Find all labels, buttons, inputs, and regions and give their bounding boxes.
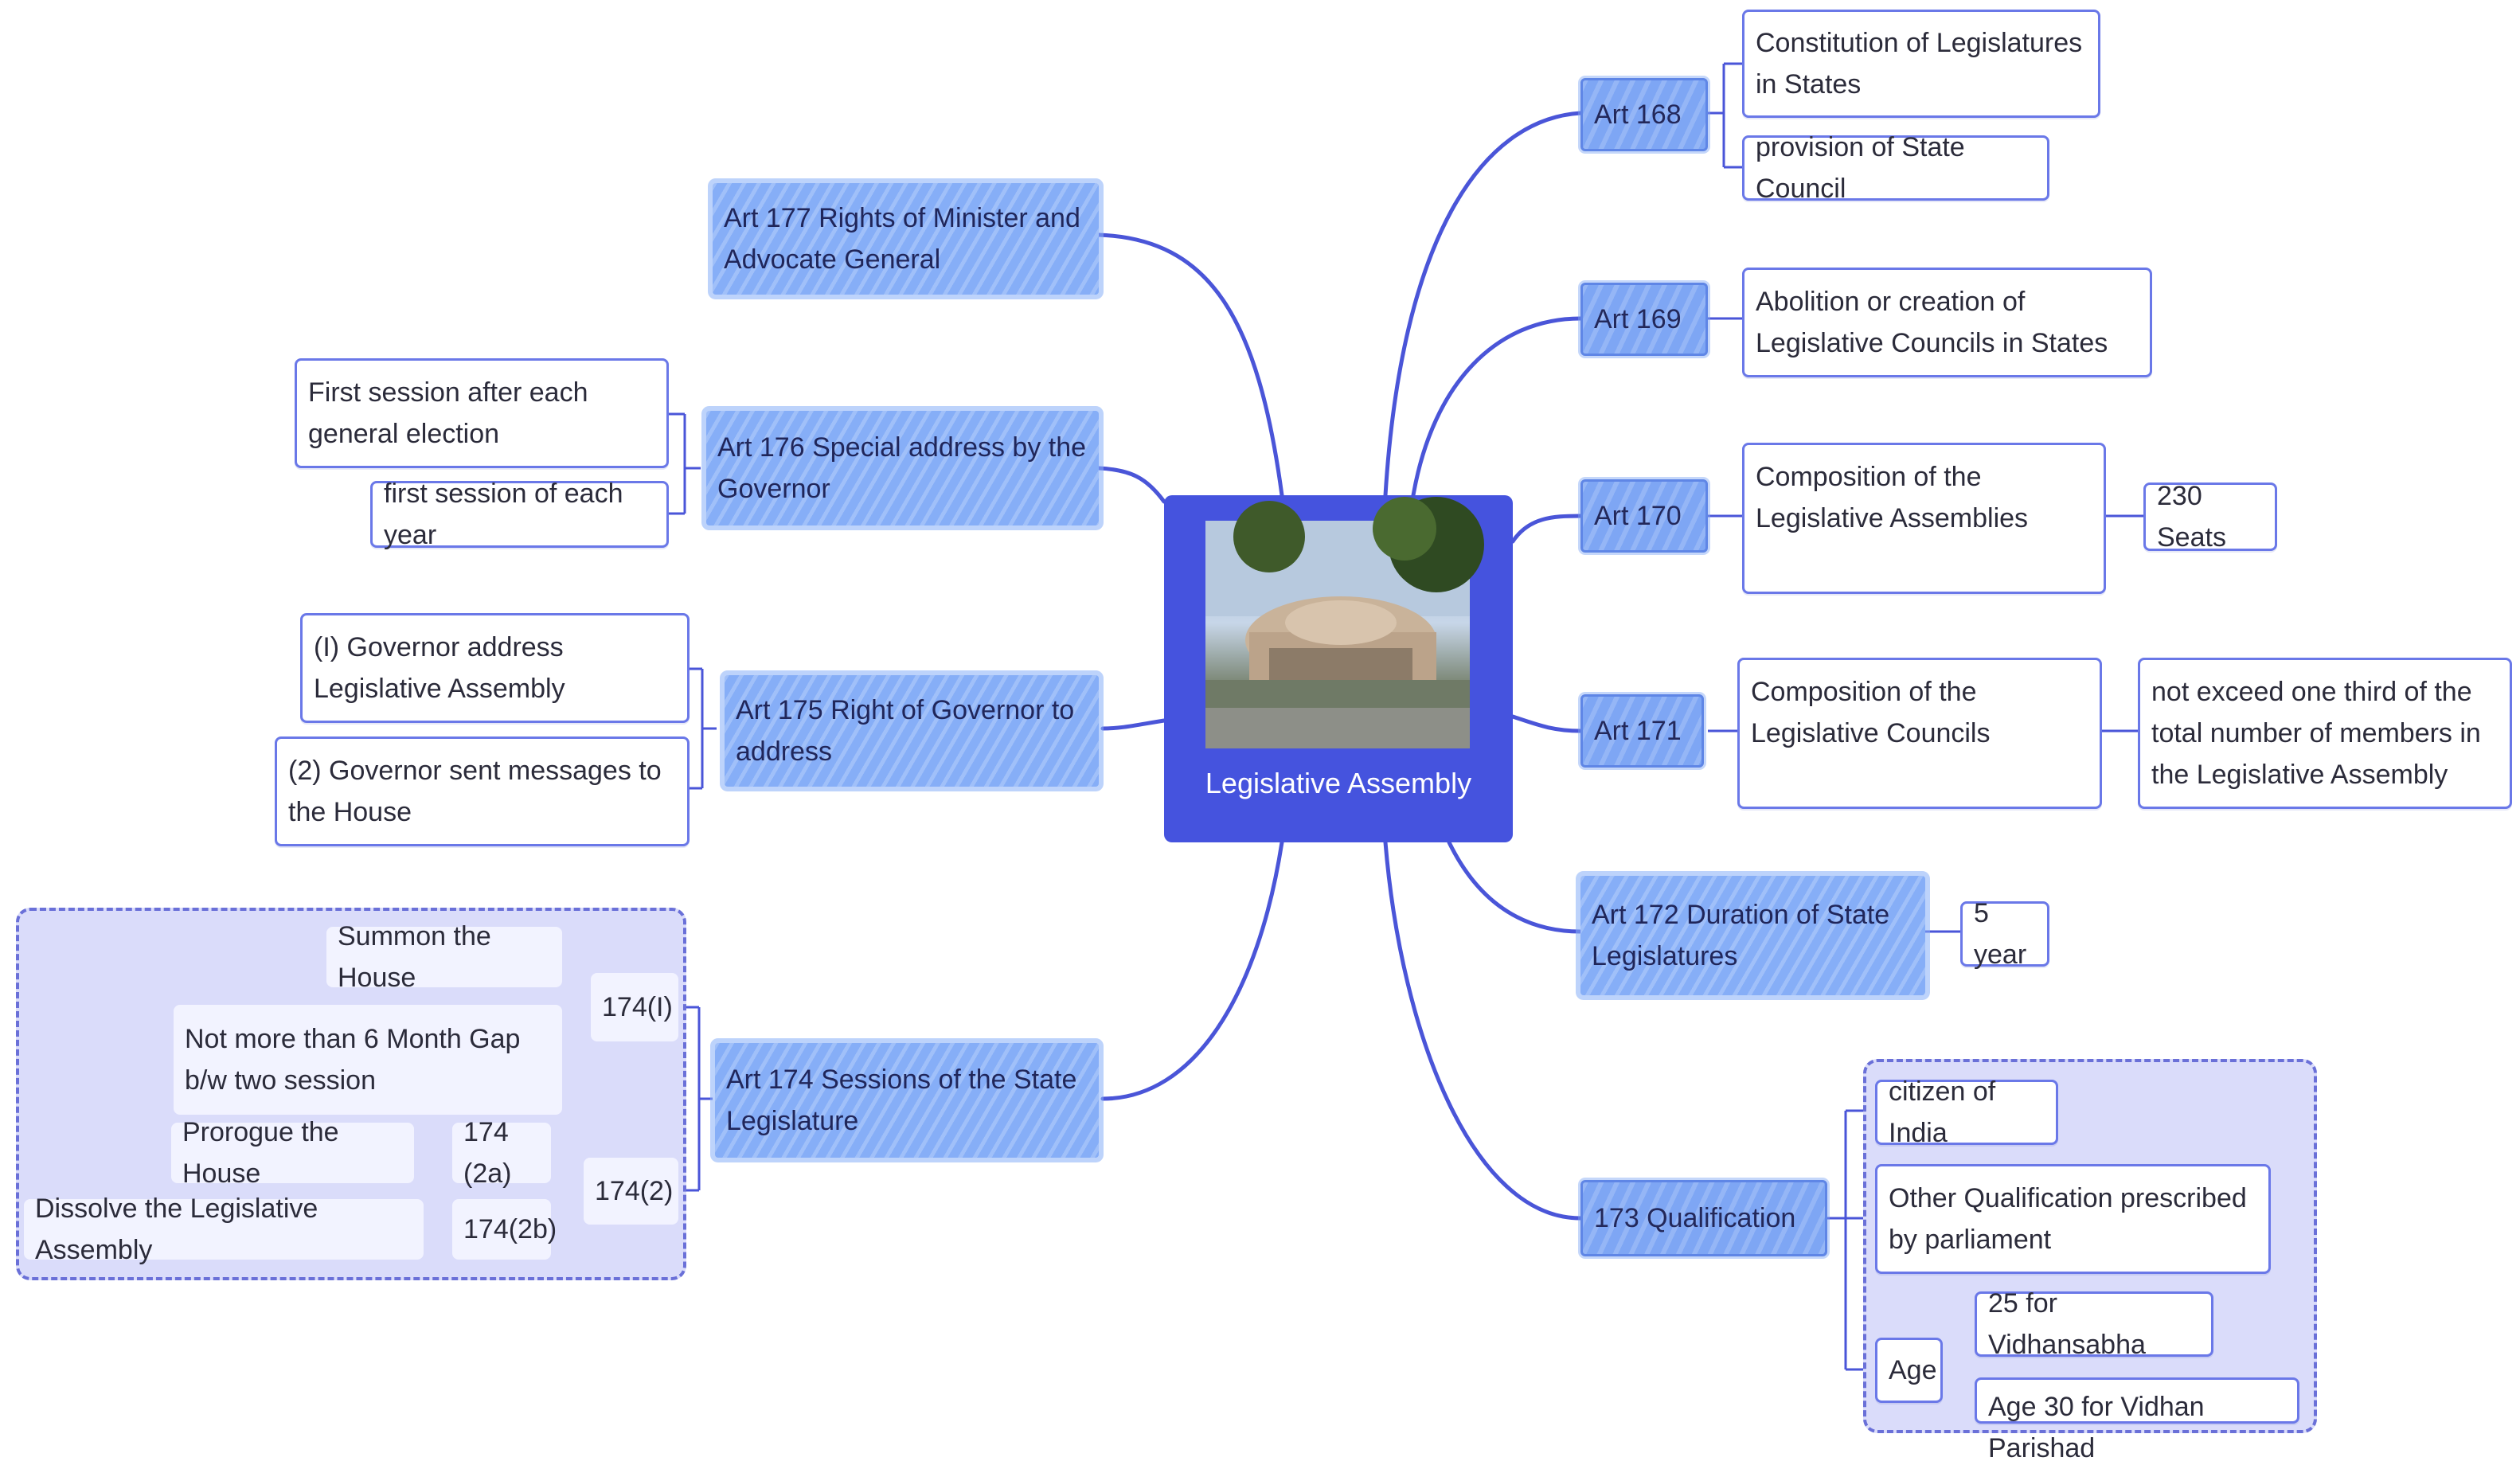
art169-child-text: Abolition or creation of Legislative Cou… — [1756, 287, 2108, 358]
art174-2a-node[interactable]: 174 (2a) — [452, 1117, 551, 1189]
art174-2-label: 174(2) — [595, 1176, 674, 1206]
art176-child-2[interactable]: first session of each year — [370, 479, 669, 550]
art177-label: Art 177 Rights of Minister and Advocate … — [724, 203, 1080, 275]
art176-child-1[interactable]: First session after each general electio… — [295, 358, 669, 468]
art176-label: Art 176 Special address by the Governor — [717, 432, 1087, 504]
art175-child-1[interactable]: (I) Governor address Legislative Assembl… — [300, 613, 690, 723]
art168-label: Art 168 — [1594, 100, 1682, 130]
art171-child-text: Composition of the Legislative Councils — [1751, 677, 1991, 748]
art168-child-1-text: Constitution of Legislatures in States — [1756, 28, 2083, 100]
art170-leaf-text: 230 Seats — [2157, 481, 2226, 553]
art170-child[interactable]: Composition of the Legislative Assemblie… — [1742, 443, 2106, 594]
art170-node[interactable]: Art 170 — [1580, 479, 1708, 553]
art172-label: Art 172 Duration of State Legislatures — [1592, 900, 1890, 971]
art173-child-2-text: Other Qualification prescribed by parlia… — [1889, 1183, 2247, 1255]
art174-2a-item-text: Prorogue the House — [182, 1117, 339, 1189]
art170-label: Art 170 — [1594, 501, 1682, 531]
art174-1-item-2-text: Not more than 6 Month Gap b/w two sessio… — [185, 1024, 521, 1096]
art169-label: Art 169 — [1594, 304, 1682, 334]
art174-2b-label: 174(2b) — [463, 1214, 557, 1244]
art170-child-text: Composition of the Legislative Assemblie… — [1756, 462, 2029, 533]
art176-node[interactable]: Art 176 Special address by the Governor — [706, 411, 1099, 525]
art171-leaf-text: not exceed one third of the total number… — [2151, 677, 2481, 790]
art171-leaf[interactable]: not exceed one third of the total number… — [2138, 658, 2512, 809]
art171-child[interactable]: Composition of the Legislative Councils — [1737, 658, 2102, 809]
art173-age-child-1[interactable]: 25 for Vidhansabha — [1975, 1288, 2213, 1360]
art171-label: Art 171 — [1594, 716, 1682, 746]
art174-node[interactable]: Art 174 Sessions of the State Legislatur… — [715, 1043, 1099, 1158]
art174-2b-node[interactable]: 174(2b) — [452, 1199, 557, 1260]
central-topic[interactable]: Legislative Assembly — [1164, 495, 1513, 842]
art168-child-2-text: provision of State Council — [1756, 132, 1965, 204]
art173-age-child-2[interactable]: Age 30 for Vidhan Parishad — [1975, 1377, 2299, 1463]
art175-child-1-text: (I) Governor address Legislative Assembl… — [314, 632, 565, 704]
art168-child-2[interactable]: provision of State Council — [1742, 132, 2049, 204]
assembly-building-photo — [1205, 497, 1484, 748]
art173-age-node[interactable]: Age — [1875, 1338, 1943, 1403]
art174-2b-item-text: Dissolve the Legislative Assembly — [35, 1194, 318, 1265]
art173-child-1-text: citizen of India — [1889, 1076, 1996, 1148]
art173-node[interactable]: 173 Qualification — [1580, 1180, 1827, 1256]
art175-node[interactable]: Art 175 Right of Governor to address — [725, 675, 1099, 787]
art174-2b-item[interactable]: Dissolve the Legislative Assembly — [24, 1194, 424, 1265]
art174-1-label: 174(I) — [602, 992, 673, 1022]
art170-leaf[interactable]: 230 Seats — [2143, 481, 2277, 553]
art174-1-item-2[interactable]: Not more than 6 Month Gap b/w two sessio… — [174, 1005, 562, 1115]
art173-child-2[interactable]: Other Qualification prescribed by parlia… — [1875, 1164, 2271, 1274]
art173-age-child-1-text: 25 for Vidhansabha — [1988, 1288, 2146, 1360]
art169-node[interactable]: Art 169 — [1580, 283, 1708, 356]
art172-node[interactable]: Art 172 Duration of State Legislatures — [1580, 876, 1925, 995]
art173-age-label: Age — [1889, 1355, 1937, 1385]
art176-child-2-text: first session of each year — [384, 479, 623, 550]
art174-1-item-1-text: Summon the House — [338, 921, 491, 993]
art175-child-2-text: (2) Governor sent messages to the House — [288, 756, 662, 827]
art168-node[interactable]: Art 168 — [1580, 78, 1708, 151]
art173-child-1[interactable]: citizen of India — [1875, 1076, 2058, 1148]
art173-label: 173 Qualification — [1594, 1203, 1796, 1233]
art174-1-item-1[interactable]: Summon the House — [326, 921, 562, 993]
art172-leaf[interactable]: 5 year — [1960, 898, 2049, 970]
art174-2-node[interactable]: 174(2) — [584, 1158, 678, 1225]
art177-node[interactable]: Art 177 Rights of Minister and Advocate … — [713, 183, 1099, 295]
art171-node[interactable]: Art 171 — [1580, 694, 1704, 768]
art174-1-node[interactable]: 174(I) — [591, 973, 678, 1041]
art174-2a-label: 174 (2a) — [463, 1117, 512, 1189]
art173-age-child-2-text: Age 30 for Vidhan Parishad — [1988, 1392, 2205, 1463]
art175-child-2[interactable]: (2) Governor sent messages to the House — [275, 736, 690, 846]
art174-2a-item[interactable]: Prorogue the House — [171, 1117, 414, 1189]
art174-label: Art 174 Sessions of the State Legislatur… — [726, 1065, 1077, 1136]
art172-leaf-text: 5 year — [1974, 898, 2027, 970]
art175-label: Art 175 Right of Governor to address — [736, 695, 1075, 767]
art169-child[interactable]: Abolition or creation of Legislative Cou… — [1742, 268, 2152, 377]
art176-child-1-text: First session after each general electio… — [308, 377, 588, 449]
art168-child-1[interactable]: Constitution of Legislatures in States — [1742, 10, 2100, 118]
central-topic-label: Legislative Assembly — [1205, 767, 1472, 799]
